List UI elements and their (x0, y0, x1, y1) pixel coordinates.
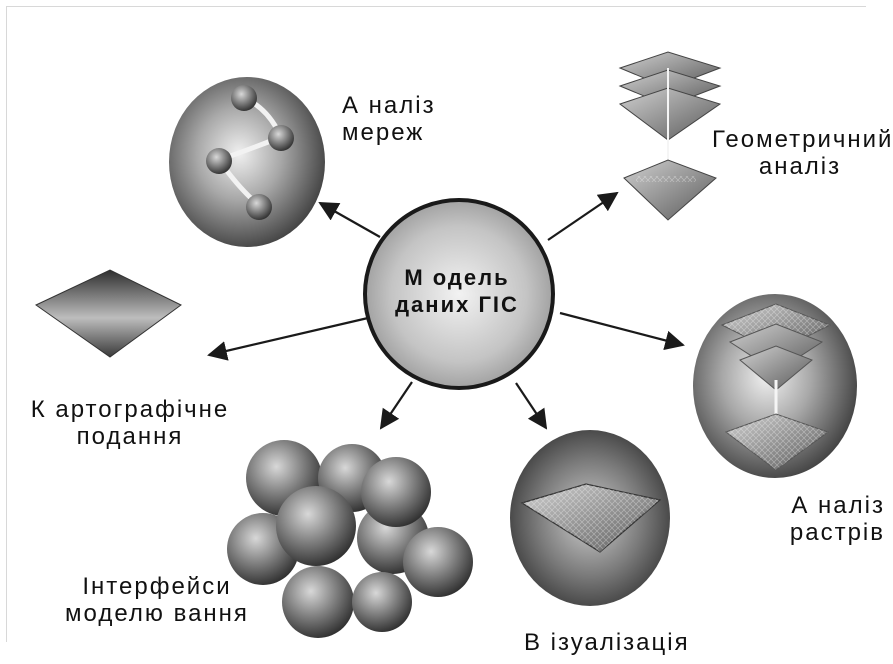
visualization-sphere-icon (510, 430, 670, 606)
map-surface-icon (36, 270, 181, 357)
arrow-to-visual (516, 383, 546, 428)
stacked-layers-icon (620, 52, 720, 220)
label-geometric-analysis: Геометричний аналіз (712, 126, 888, 180)
sphere-cluster-icon (227, 440, 473, 638)
arrow-to-interfaces (381, 382, 412, 428)
raster-layers-sphere-icon (693, 294, 857, 478)
arrow-to-geometric (548, 193, 617, 240)
label-modelling-interfaces: Інтерфейси моделю вання (62, 573, 252, 627)
label-cartographic: К артографічне подання (30, 396, 230, 450)
label-raster-analysis: А наліз растрів (770, 492, 885, 546)
center-label: М одель даних ГІС (372, 264, 542, 318)
arrow-to-network (320, 203, 380, 237)
label-network-analysis: А наліз мереж (342, 92, 436, 146)
label-visualization: В ізуалізація (524, 629, 694, 656)
arrow-to-raster (560, 313, 683, 345)
network-graph-sphere-icon (169, 77, 325, 247)
arrow-to-carto (209, 318, 368, 355)
